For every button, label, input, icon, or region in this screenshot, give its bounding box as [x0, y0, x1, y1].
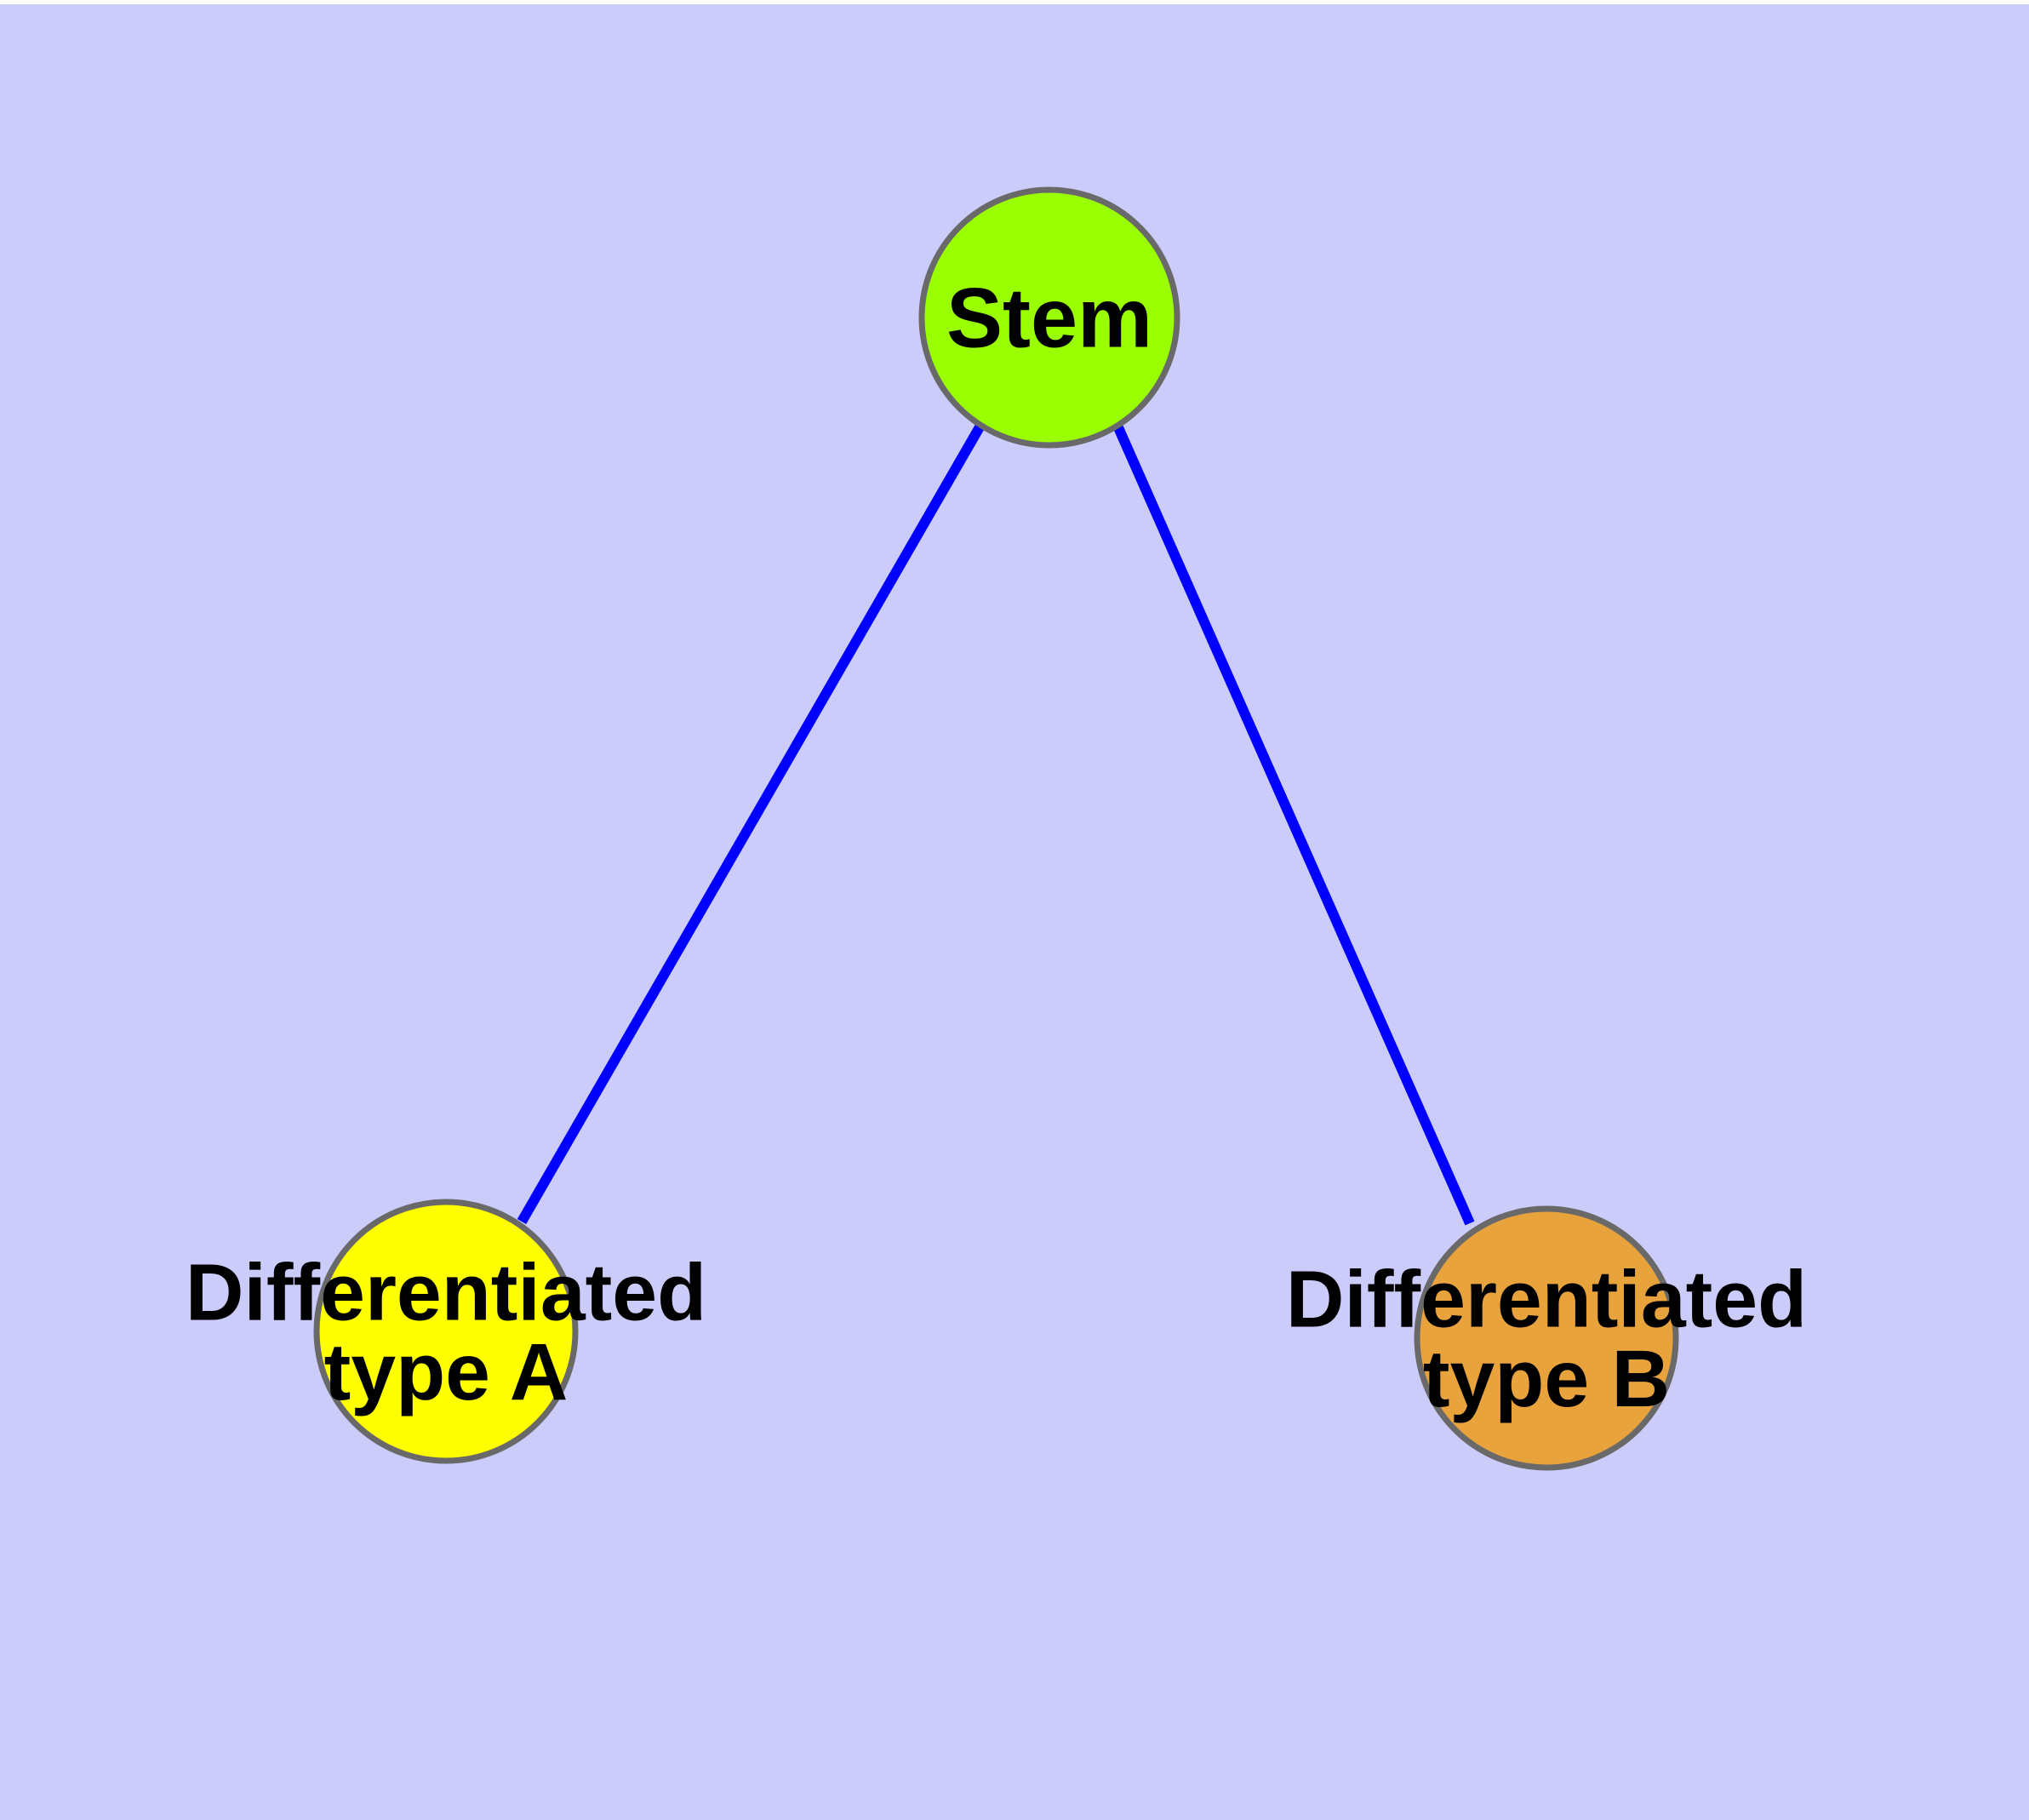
node-diff-a[interactable] — [313, 1199, 579, 1464]
node-label-line: Differentiated — [1286, 1255, 1807, 1345]
edge-stem-to-diff-b[interactable] — [1112, 423, 1475, 1226]
node-label-line: type B — [1423, 1334, 1670, 1424]
node-stem-circle[interactable] — [918, 186, 1180, 449]
node-diff-b-circle[interactable] — [1414, 1205, 1679, 1471]
node-label-line: Stem — [946, 271, 1152, 365]
node-diff-b[interactable] — [1414, 1205, 1679, 1471]
edge-stem-to-diff-a[interactable] — [517, 423, 986, 1224]
edge-group — [517, 423, 1475, 1226]
node-stem[interactable] — [918, 186, 1180, 449]
node-group — [313, 186, 1679, 1471]
node-label-line: type A — [324, 1327, 569, 1417]
node-diff-a-circle[interactable] — [313, 1199, 579, 1464]
node-stem-label: Stem — [946, 271, 1152, 365]
node-label-line: Differentiated — [186, 1248, 706, 1338]
